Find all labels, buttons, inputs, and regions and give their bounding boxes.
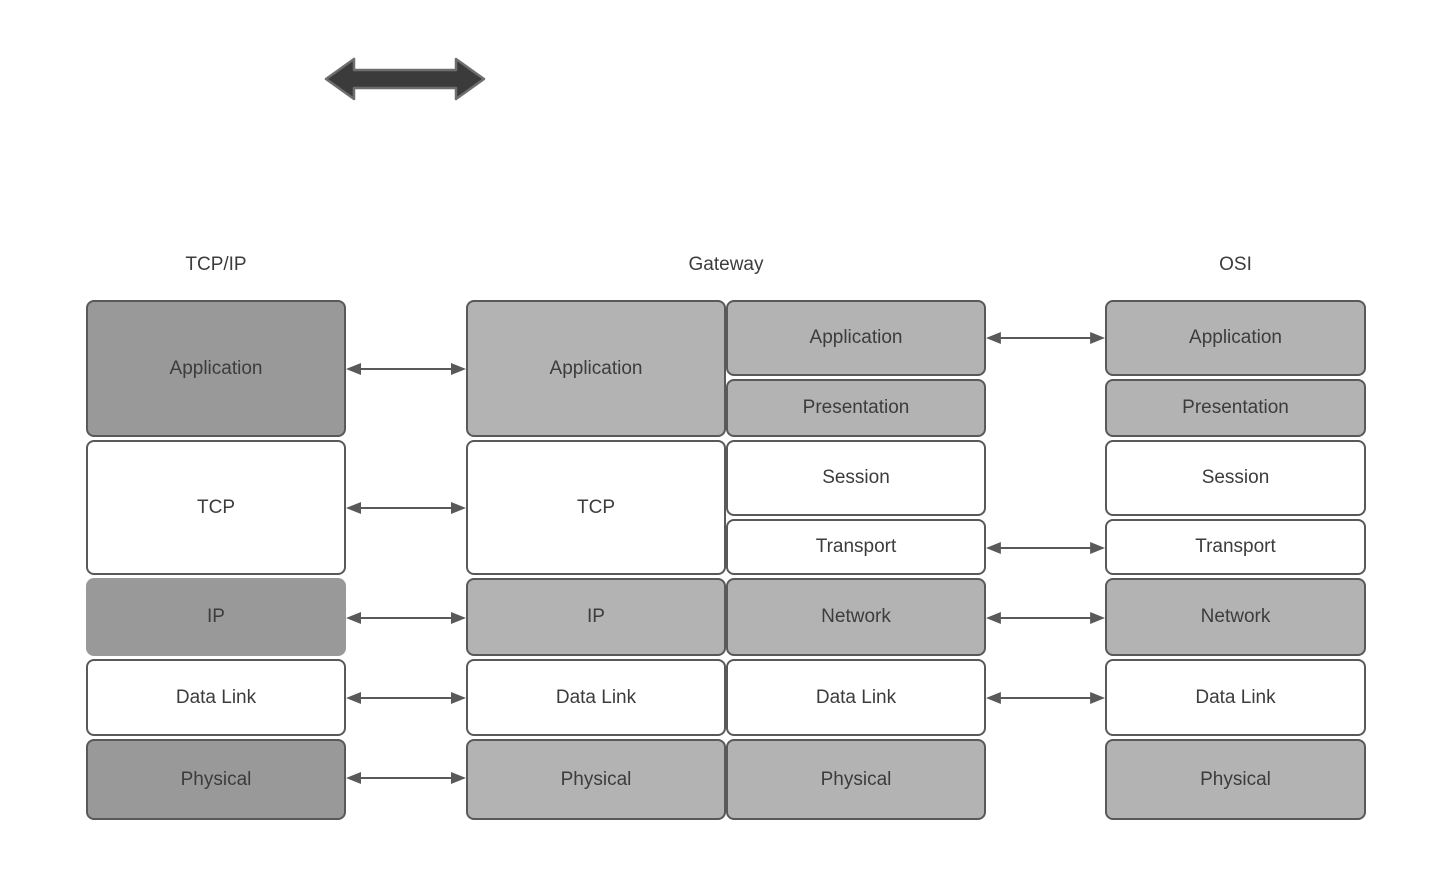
tcpip-layer-tcp: TCP xyxy=(86,440,346,575)
arrow-tcpip-gateway-application-icon xyxy=(346,361,466,377)
layer-label: Session xyxy=(1201,467,1270,488)
osi-layer-session: Session xyxy=(1105,440,1366,516)
osi-layer-network: Network xyxy=(1105,578,1366,656)
gateway-column-title: Gateway xyxy=(688,254,764,275)
layer-label: Physical xyxy=(180,768,252,790)
layer-label: Application xyxy=(169,357,263,379)
layer-label: Network xyxy=(821,606,891,627)
layer-label: Network xyxy=(1200,606,1271,627)
osi-layer-presentation: Presentation xyxy=(1105,379,1366,437)
osi-layer-transport: Transport xyxy=(1105,519,1366,575)
gateway-osi-layer-transport: Transport xyxy=(726,519,986,575)
osi-stack: Application Presentation Session Transpo… xyxy=(1105,300,1366,820)
layer-label: IP xyxy=(207,606,225,627)
gateway-osi-layer-session: Session xyxy=(726,440,986,516)
layer-label: Data Link xyxy=(815,686,897,708)
layer-label: Transport xyxy=(1195,536,1276,557)
layer-label: Application xyxy=(549,357,643,379)
layer-label: Data Link xyxy=(175,686,257,708)
osi-layer-application: Application xyxy=(1105,300,1366,376)
tcpip-layer-physical: Physical xyxy=(86,739,346,820)
layer-label: Physical xyxy=(1200,768,1271,790)
layer-label: Presentation xyxy=(802,397,910,418)
gateway-osi-layer-data-link: Data Link xyxy=(726,659,986,736)
arrow-tcpip-gateway-data-link-icon xyxy=(346,690,466,706)
gateway-osi-layer-physical: Physical xyxy=(726,739,986,820)
layer-label: Physical xyxy=(560,768,632,790)
layer-label: Presentation xyxy=(1182,397,1289,418)
gateway-osi-layer-network: Network xyxy=(726,578,986,656)
gateway-layer-tcp: TCP xyxy=(466,440,726,575)
arrow-gateway-osi-transport-icon xyxy=(986,540,1105,556)
arrow-gateway-osi-network-icon xyxy=(986,610,1105,626)
layer-label: Data Link xyxy=(555,686,637,708)
osi-layer-physical: Physical xyxy=(1105,739,1366,820)
layer-label: Physical xyxy=(820,768,892,790)
thick-double-arrow-icon xyxy=(323,56,487,102)
arrow-tcpip-gateway-ip-icon xyxy=(346,610,466,626)
tcpip-column-title: TCP/IP xyxy=(185,254,247,275)
arrow-tcpip-gateway-physical-icon xyxy=(346,770,466,786)
gateway-osi-layer-presentation: Presentation xyxy=(726,379,986,437)
layer-label: Data Link xyxy=(1195,686,1276,708)
layer-label: Transport xyxy=(815,536,897,557)
gateway-layer-physical: Physical xyxy=(466,739,726,820)
gateway-osi-layer-application: Application xyxy=(726,300,986,376)
layer-label: Application xyxy=(1189,327,1282,348)
tcpip-layer-application: Application xyxy=(86,300,346,437)
tcpip-stack: Application TCP IP Data Link Physical xyxy=(86,300,346,820)
gateway-right-stack: Application Presentation Session Transpo… xyxy=(726,300,986,820)
tcpip-layer-ip: IP xyxy=(86,578,346,656)
gateway-layer-application: Application xyxy=(466,300,726,437)
layer-label: IP xyxy=(587,606,605,627)
arrow-gateway-osi-data-link-icon xyxy=(986,690,1105,706)
osi-column-title: OSI xyxy=(1219,254,1252,275)
gateway-layer-data-link: Data Link xyxy=(466,659,726,736)
gateway-layer-ip: IP xyxy=(466,578,726,656)
layer-label: TCP xyxy=(577,496,615,518)
arrow-tcpip-gateway-tcp-icon xyxy=(346,500,466,516)
gateway-left-stack: Application TCP IP Data Link Physical xyxy=(466,300,726,820)
layer-label: Application xyxy=(809,327,903,348)
arrow-gateway-osi-application-icon xyxy=(986,330,1105,346)
osi-layer-data-link: Data Link xyxy=(1105,659,1366,736)
layer-label: Session xyxy=(822,467,890,488)
tcpip-layer-data-link: Data Link xyxy=(86,659,346,736)
layer-label: TCP xyxy=(197,496,235,518)
